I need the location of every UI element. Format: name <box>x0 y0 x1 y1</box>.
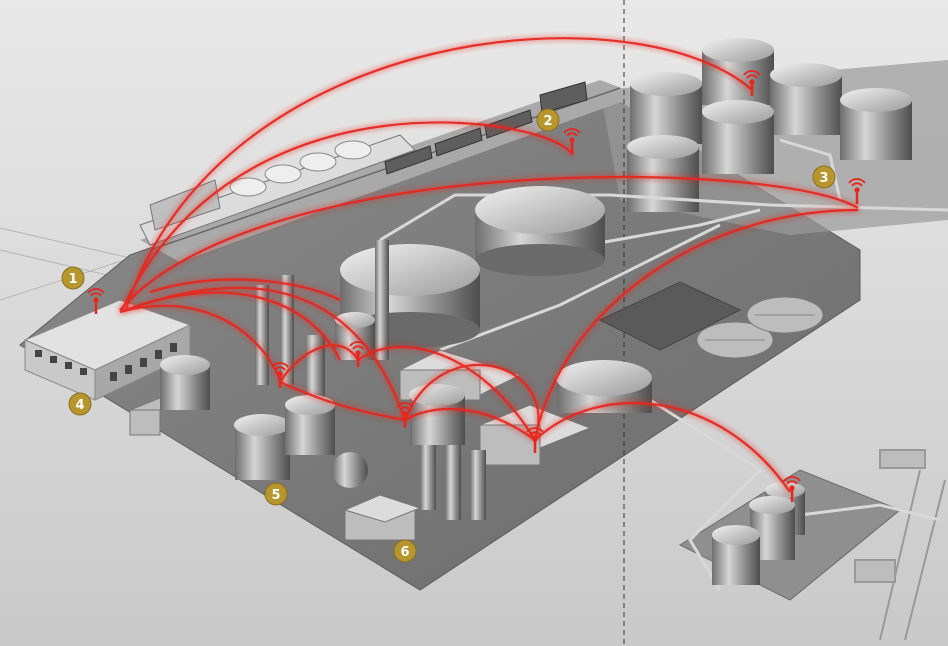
control-building <box>23 299 192 401</box>
callout-badge-1: 1 <box>61 266 85 290</box>
process-tanks <box>160 312 465 488</box>
remote-tanks <box>712 482 805 585</box>
wireless-signal-links <box>119 37 859 493</box>
pipelines <box>379 138 948 591</box>
callout-badge-3: 3 <box>812 165 836 189</box>
callout-label-6: 6 <box>400 545 409 560</box>
tank-farm <box>627 38 912 212</box>
callout-label-4: 4 <box>75 398 84 413</box>
pumpjack-area <box>854 449 946 641</box>
tanker-ship <box>139 134 416 246</box>
callout-badge-5: 5 <box>264 482 288 506</box>
callout-badge-6: 6 <box>393 539 417 563</box>
large-storage-tank-1 <box>475 186 605 276</box>
callout-badge-2: 2 <box>536 108 560 132</box>
storage-tank-3 <box>556 360 652 413</box>
callout-badge-4: 4 <box>68 392 92 416</box>
treatment-basins <box>598 281 824 359</box>
callout-label-5: 5 <box>271 488 280 503</box>
callout-label-1: 1 <box>68 272 77 287</box>
freight-train <box>384 81 588 175</box>
callout-label-3: 3 <box>819 171 828 186</box>
callout-label-2: 2 <box>543 114 552 129</box>
